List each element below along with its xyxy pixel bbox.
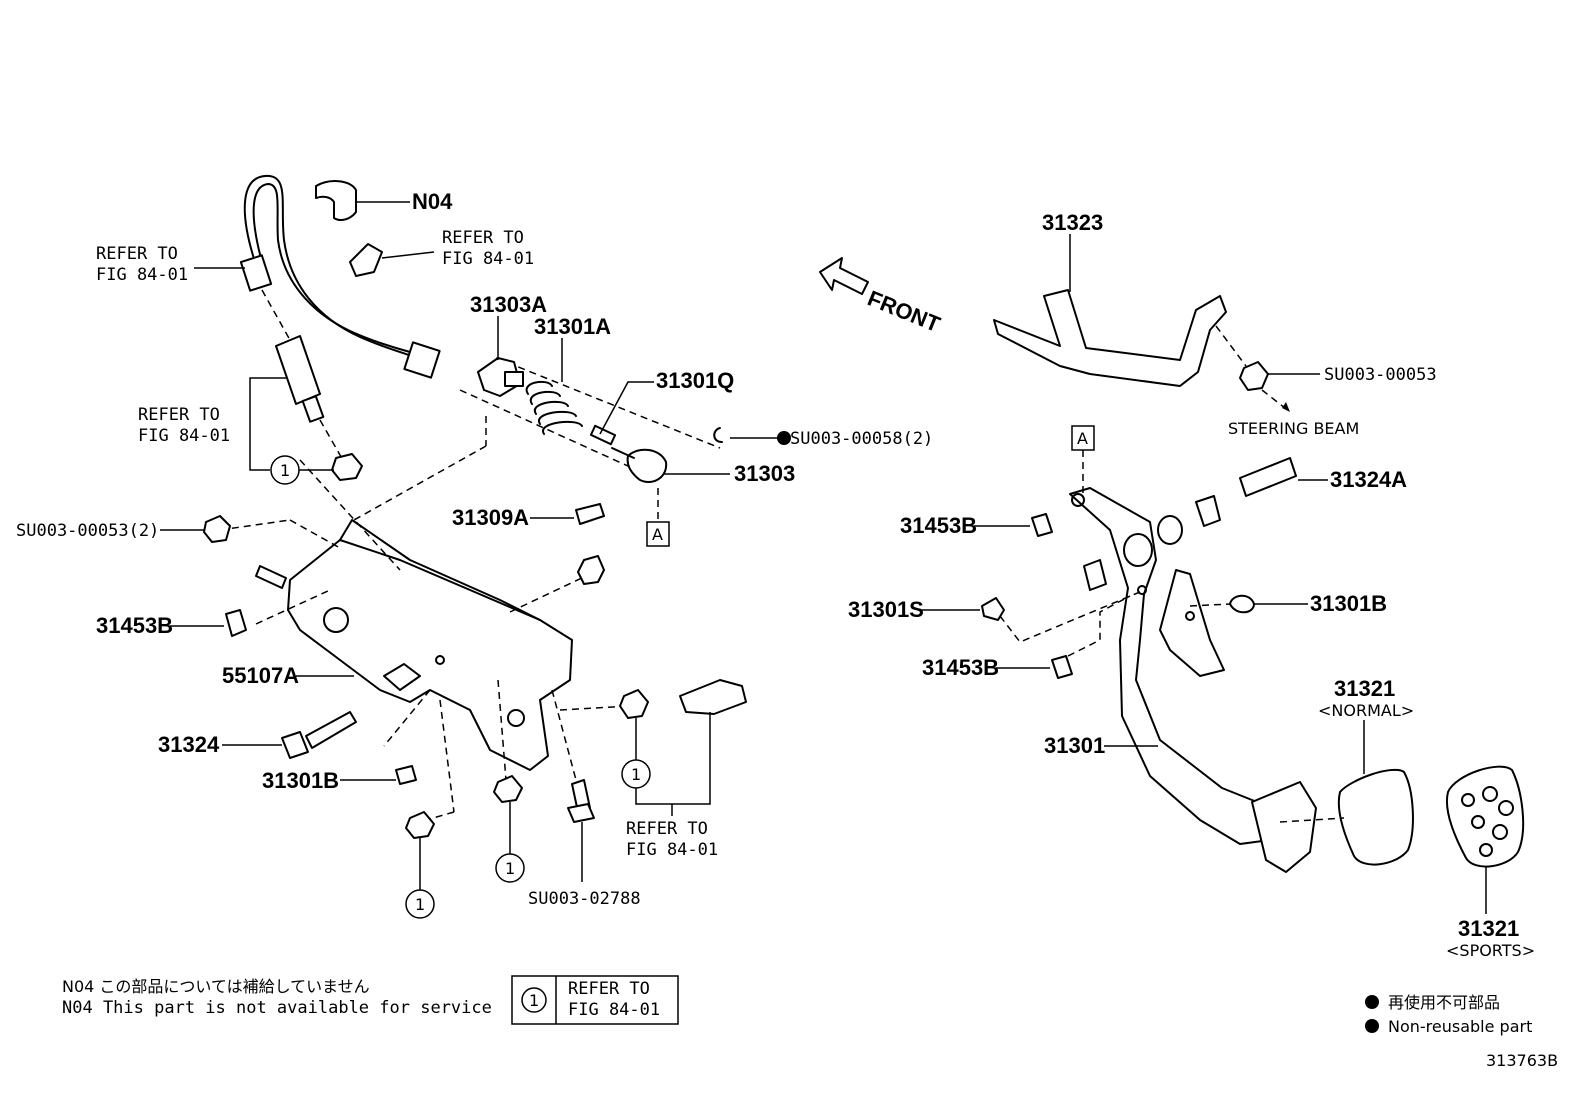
svg-text:31309A: 31309A	[452, 505, 529, 530]
svg-text:1: 1	[631, 765, 641, 784]
stop-switch	[275, 335, 321, 405]
svg-text:1: 1	[415, 895, 425, 914]
svg-text:SU003-00053: SU003-00053	[1324, 365, 1437, 385]
svg-text:FIG 84-01: FIG 84-01	[138, 426, 230, 446]
svg-text:31301: 31301	[1044, 733, 1105, 758]
svg-text:STEERING BEAM: STEERING BEAM	[1228, 419, 1359, 438]
pedal-pad-base	[1251, 781, 1317, 873]
note-n04-jp: N04 この部品については補給していません	[62, 977, 370, 996]
nut-1	[331, 453, 363, 481]
svg-text:SU003-00053(2): SU003-00053(2)	[16, 521, 159, 541]
svg-text:1: 1	[529, 991, 539, 1010]
svg-text:31301A: 31301A	[534, 314, 611, 339]
svg-text:55107A: 55107A	[222, 663, 299, 688]
diagram-id: 313763B	[1486, 1051, 1558, 1070]
nut-4	[619, 689, 649, 719]
svg-text:31324: 31324	[158, 732, 220, 757]
svg-text:REFER TO: REFER TO	[138, 405, 220, 425]
pedal-bracket-55107a	[287, 539, 573, 771]
bushing-31453b-r2	[1051, 655, 1073, 679]
svg-text:REFER TO: REFER TO	[442, 228, 524, 248]
wire-connector	[403, 341, 441, 379]
pin-31301q	[589, 424, 617, 446]
nut-su00053	[203, 515, 231, 543]
svg-text:REFER TO: REFER TO	[568, 979, 650, 999]
svg-text:FRONT: FRONT	[864, 285, 944, 337]
svg-text:31321: 31321	[1458, 916, 1519, 941]
svg-text:31453B: 31453B	[922, 655, 999, 680]
svg-text:1: 1	[505, 859, 515, 878]
svg-text:FIG 84-01: FIG 84-01	[568, 1000, 660, 1020]
bolt-31324	[281, 731, 309, 759]
bushing-31453b-left	[225, 609, 247, 637]
spring-31301a	[525, 380, 583, 435]
svg-text:FIG 84-01: FIG 84-01	[626, 840, 718, 860]
wire-harness	[243, 174, 413, 357]
svg-text:31453B: 31453B	[900, 513, 977, 538]
svg-text:FIG 84-01: FIG 84-01	[442, 249, 534, 269]
bushing-left	[1083, 559, 1107, 591]
pedal-pad-sports	[1446, 765, 1525, 868]
svg-text:<NORMAL>: <NORMAL>	[1318, 701, 1414, 720]
pivot-pin-31324a	[1239, 457, 1297, 497]
svg-text:A: A	[652, 525, 663, 544]
svg-text:31301B: 31301B	[1310, 591, 1387, 616]
svg-text:REFER TO: REFER TO	[96, 244, 178, 264]
clip-31301s	[981, 597, 1005, 621]
pedal-pad-normal	[1337, 768, 1414, 866]
label-n04: N04	[412, 189, 453, 214]
svg-text:SU003-00058(2): SU003-00058(2)	[790, 429, 933, 449]
bolt-31309a	[575, 503, 605, 525]
harness-clip	[349, 243, 383, 277]
nut-3	[493, 775, 523, 803]
svg-text:31321: 31321	[1334, 676, 1395, 701]
nut-2	[405, 811, 435, 839]
svg-text:A: A	[1077, 429, 1088, 448]
bracket-31323	[993, 289, 1227, 387]
switch-sensor-2	[679, 679, 747, 715]
svg-text:31453B: 31453B	[96, 613, 173, 638]
pivot-collar	[1123, 533, 1153, 567]
svg-text:31303A: 31303A	[470, 292, 547, 317]
svg-text:REFER TO: REFER TO	[626, 819, 708, 839]
non-reusable-dot	[777, 431, 791, 445]
bushing-right	[1195, 495, 1221, 527]
svg-text:31324A: 31324A	[1330, 467, 1407, 492]
svg-text:31303: 31303	[734, 461, 795, 486]
svg-text:31301S: 31301S	[848, 597, 924, 622]
clevis-31303	[626, 448, 668, 483]
bushing-31453b-r1	[1031, 513, 1053, 537]
svg-text:1: 1	[280, 461, 290, 480]
svg-text:SU003-02788: SU003-02788	[528, 889, 641, 909]
stopper-31301b-left	[395, 765, 417, 785]
stud-bolt	[255, 565, 287, 589]
non-reusable-en: Non-reusable part	[1388, 1017, 1532, 1036]
n04-clip	[315, 180, 357, 221]
clip-su00058	[713, 427, 723, 443]
svg-text:31323: 31323	[1042, 210, 1103, 235]
svg-text:31301Q: 31301Q	[656, 368, 734, 393]
front-arrow	[819, 257, 869, 295]
note-n04-en: N04 This part is not available for servi…	[62, 998, 492, 1018]
stopper-31301b-right	[1229, 594, 1255, 614]
svg-text:FIG 84-01: FIG 84-01	[96, 265, 188, 285]
svg-text:31301B: 31301B	[262, 768, 339, 793]
nut-su00053-right	[1239, 361, 1269, 391]
svg-text:<SPORTS>: <SPORTS>	[1446, 941, 1535, 960]
non-reusable-jp: 再使用不可部品	[1388, 993, 1500, 1012]
